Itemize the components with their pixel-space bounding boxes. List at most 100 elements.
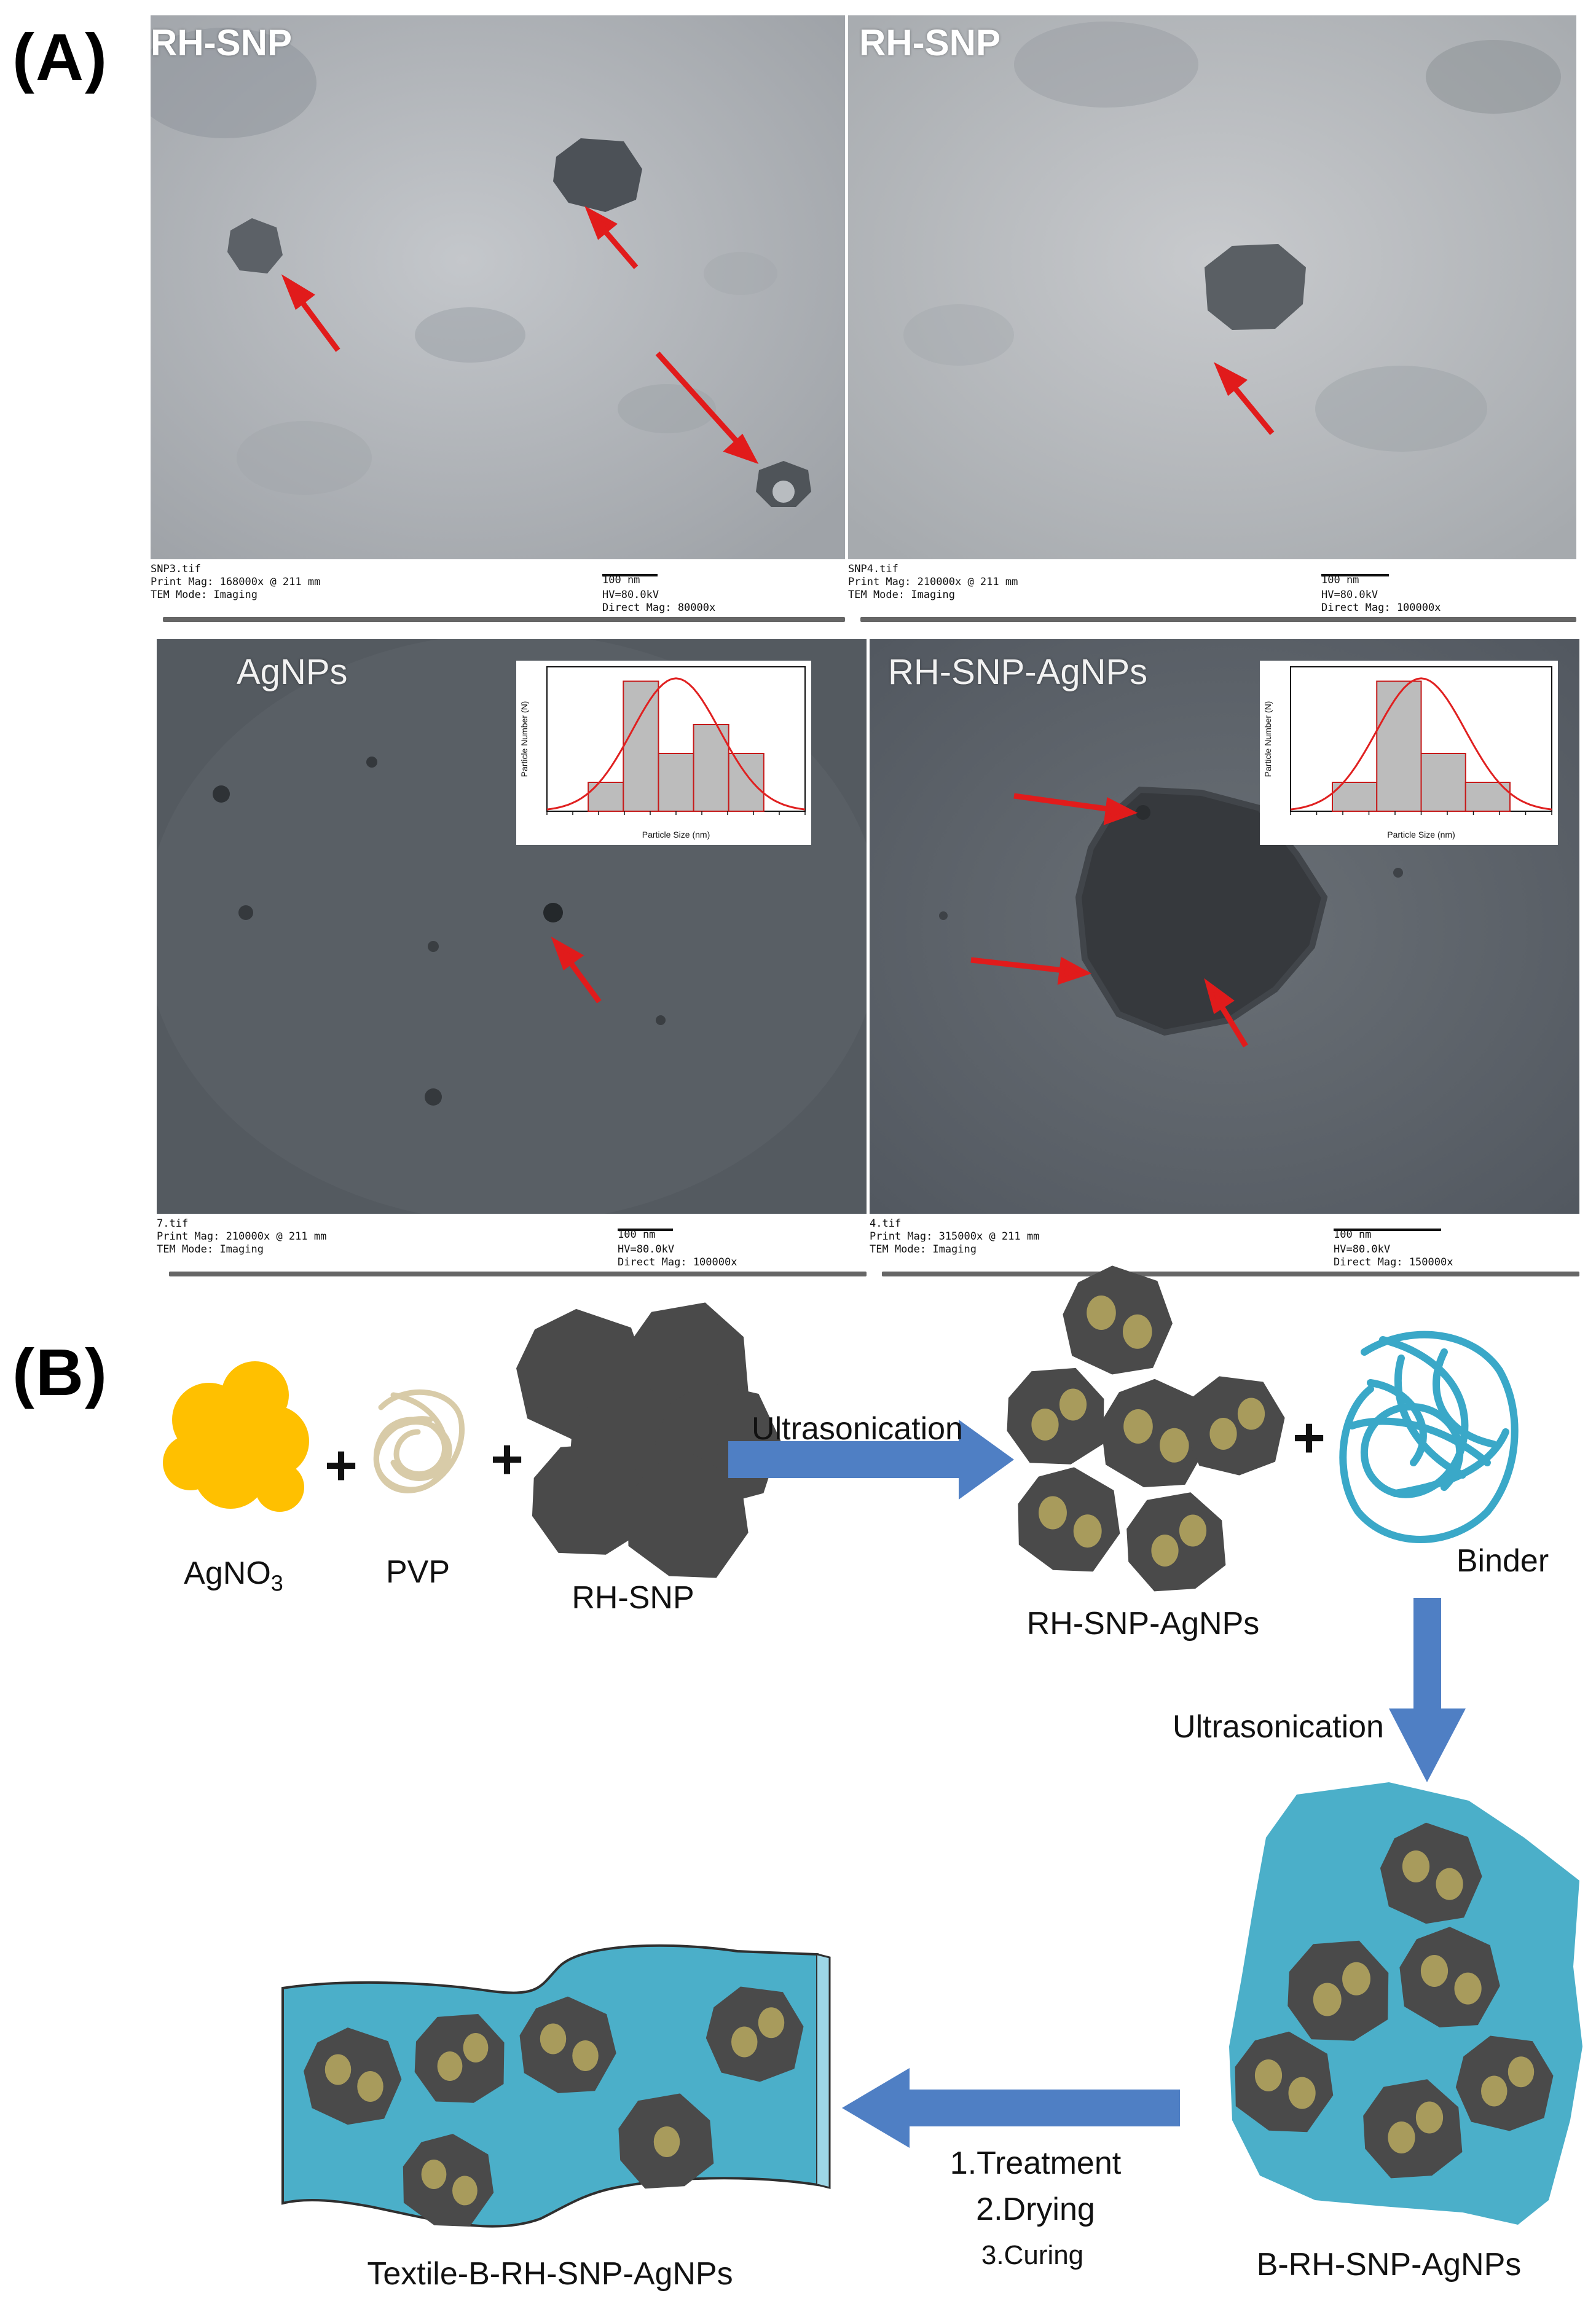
agnp-dot — [324, 2054, 352, 2085]
rh-snp-cluster — [516, 1302, 781, 1578]
label-agno3: AgNO3 — [184, 1555, 283, 1596]
step-ultrasonication-1: Ultrasonication — [752, 1411, 963, 1447]
step-ultrasonication-2: Ultrasonication — [1173, 1709, 1384, 1745]
plus-sign-3: + — [1292, 1406, 1326, 1469]
tem-title: RH-SNP — [151, 22, 293, 63]
label-rh-snp-agnps: RH-SNP-AgNPs — [1026, 1606, 1260, 1642]
pointer-arrows — [1213, 362, 1275, 435]
textile-particles — [304, 1986, 804, 2227]
tem-meta-left: SNP4.tif Print Mag: 210000x @ 211 mm TEM… — [848, 563, 1018, 601]
label-agno3-sub: 3 — [270, 1570, 283, 1596]
tem-metadata-2: SNP4.tif Print Mag: 210000x @ 211 mm TEM… — [848, 559, 1576, 627]
tem-meta-right: HV=80.0kV Direct Mag: 80000x — [602, 589, 716, 614]
particle — [706, 1986, 804, 2082]
agnp-dot — [1039, 1496, 1067, 1530]
particle — [626, 1302, 749, 1425]
agnp-dot — [1073, 1514, 1102, 1548]
particle — [1101, 1378, 1209, 1487]
plus-sign-1: + — [324, 1434, 358, 1497]
histogram-bar — [728, 753, 765, 812]
agnp-dot — [1402, 1850, 1430, 1882]
tem-title: RH-SNP-AgNPs — [888, 652, 1148, 692]
histogram-bar — [1376, 680, 1422, 812]
histogram-inset-agnps: Particle Size (nm) Particle Number (N) — [516, 661, 811, 845]
particle — [1363, 2079, 1463, 2179]
agnp-dot — [463, 2033, 489, 2062]
tem-scale-label: 100 nm — [1334, 1229, 1372, 1241]
particle — [1287, 1940, 1389, 2041]
histogram-bar — [1420, 753, 1466, 812]
textile-sheet — [281, 1944, 819, 2228]
tem-meta-right: HV=80.0kV Direct Mag: 150000x — [1334, 1243, 1453, 1268]
scale-bar — [1334, 1229, 1441, 1231]
particle — [627, 1454, 749, 1578]
agnp-dot — [1123, 1314, 1152, 1349]
agnp-dot — [1481, 2075, 1508, 2107]
agnp-dot — [653, 2126, 680, 2157]
step-curing: 3.Curing — [981, 2240, 1084, 2270]
histogram-bar — [588, 782, 624, 812]
tem-scale-label: 100 nm — [618, 1229, 656, 1241]
tem-image-rh-snp-1: RH-SNP — [151, 15, 845, 559]
tem-metadata-4: 4.tif Print Mag: 315000x @ 211 mm TEM Mo… — [870, 1214, 1579, 1281]
pointer-arrows — [551, 937, 602, 1004]
tem-meta-right: HV=80.0kV Direct Mag: 100000x — [618, 1243, 737, 1268]
tem-metadata-1: SNP3.tif Print Mag: 168000x @ 211 mm TEM… — [151, 559, 845, 627]
tem-title: AgNPs — [237, 652, 348, 692]
agnp-dot — [1342, 1962, 1370, 1995]
step-treatment: 1.Treatment — [949, 2145, 1122, 2181]
label-binder: Binder — [1456, 1543, 1549, 1579]
process-arrows — [728, 1420, 1466, 2148]
particle — [618, 2093, 714, 2189]
particle — [1399, 1927, 1500, 2027]
particle — [519, 1996, 616, 2093]
particle — [1126, 1492, 1226, 1592]
agnp-dot — [452, 2176, 478, 2206]
agnp-dot — [1237, 1398, 1265, 1430]
tem-metadata-3: 7.tif Print Mag: 210000x @ 211 mm TEM Mo… — [157, 1214, 867, 1281]
agnp-dot — [540, 2023, 567, 2054]
agnp-dot — [1254, 2059, 1283, 2091]
agnp-dot — [357, 2071, 383, 2102]
tem-scale-label: 100 nm — [1321, 574, 1359, 586]
divider — [163, 617, 845, 622]
agnp-dot — [1388, 2121, 1415, 2153]
particle — [304, 2027, 402, 2125]
particle — [414, 2014, 505, 2103]
agnp-dot — [1415, 2101, 1444, 2134]
agnp-dot — [1151, 1535, 1179, 1567]
label-agno3-main: AgNO — [184, 1555, 271, 1591]
scale-bar — [602, 574, 658, 576]
agnp-dot — [1031, 1409, 1059, 1441]
tem-meta-right: HV=80.0kV Direct Mag: 100000x — [1321, 589, 1441, 614]
scale-bar — [1321, 574, 1389, 576]
agnp-dot — [1059, 1388, 1087, 1421]
particle — [1183, 1376, 1285, 1476]
divider — [882, 1272, 1579, 1276]
silver-nitrate-blob — [163, 1361, 309, 1512]
agnp-dot — [421, 2160, 447, 2189]
inset-x-label: Particle Size (nm) — [642, 830, 710, 839]
tem-scale-label: 100 nm — [602, 574, 640, 586]
panel-a-label: (A) — [12, 20, 108, 94]
gaussian-fit-curve — [546, 677, 806, 811]
inset-y-label: Particle Number (N) — [519, 701, 529, 777]
histogram-inset-rh-snp-agnps: Particle Size (nm)Particle Number (N) — [1260, 661, 1558, 845]
histogram-bar — [658, 753, 694, 812]
arrow-down — [1389, 1598, 1466, 1782]
textile-edge — [817, 1953, 831, 2189]
pvp-polymer — [373, 1389, 465, 1493]
agnp-dot — [1313, 1983, 1342, 2016]
agnp-dot — [1209, 1418, 1237, 1450]
step-drying: 2.Drying — [976, 2192, 1095, 2227]
particle — [1063, 1265, 1173, 1375]
agnp-dot — [731, 2026, 758, 2058]
agnp-dot — [1508, 2056, 1535, 2088]
pointer-arrows — [970, 793, 1248, 1048]
particle — [403, 2134, 494, 2227]
arrow-left — [842, 2068, 1180, 2148]
agnp-dot — [1288, 2077, 1316, 2109]
tem-meta-left: 4.tif Print Mag: 315000x @ 211 mm TEM Mo… — [870, 1217, 1040, 1256]
b-rh-snp-agnps-particles — [1235, 1822, 1554, 2179]
particle — [516, 1308, 650, 1441]
